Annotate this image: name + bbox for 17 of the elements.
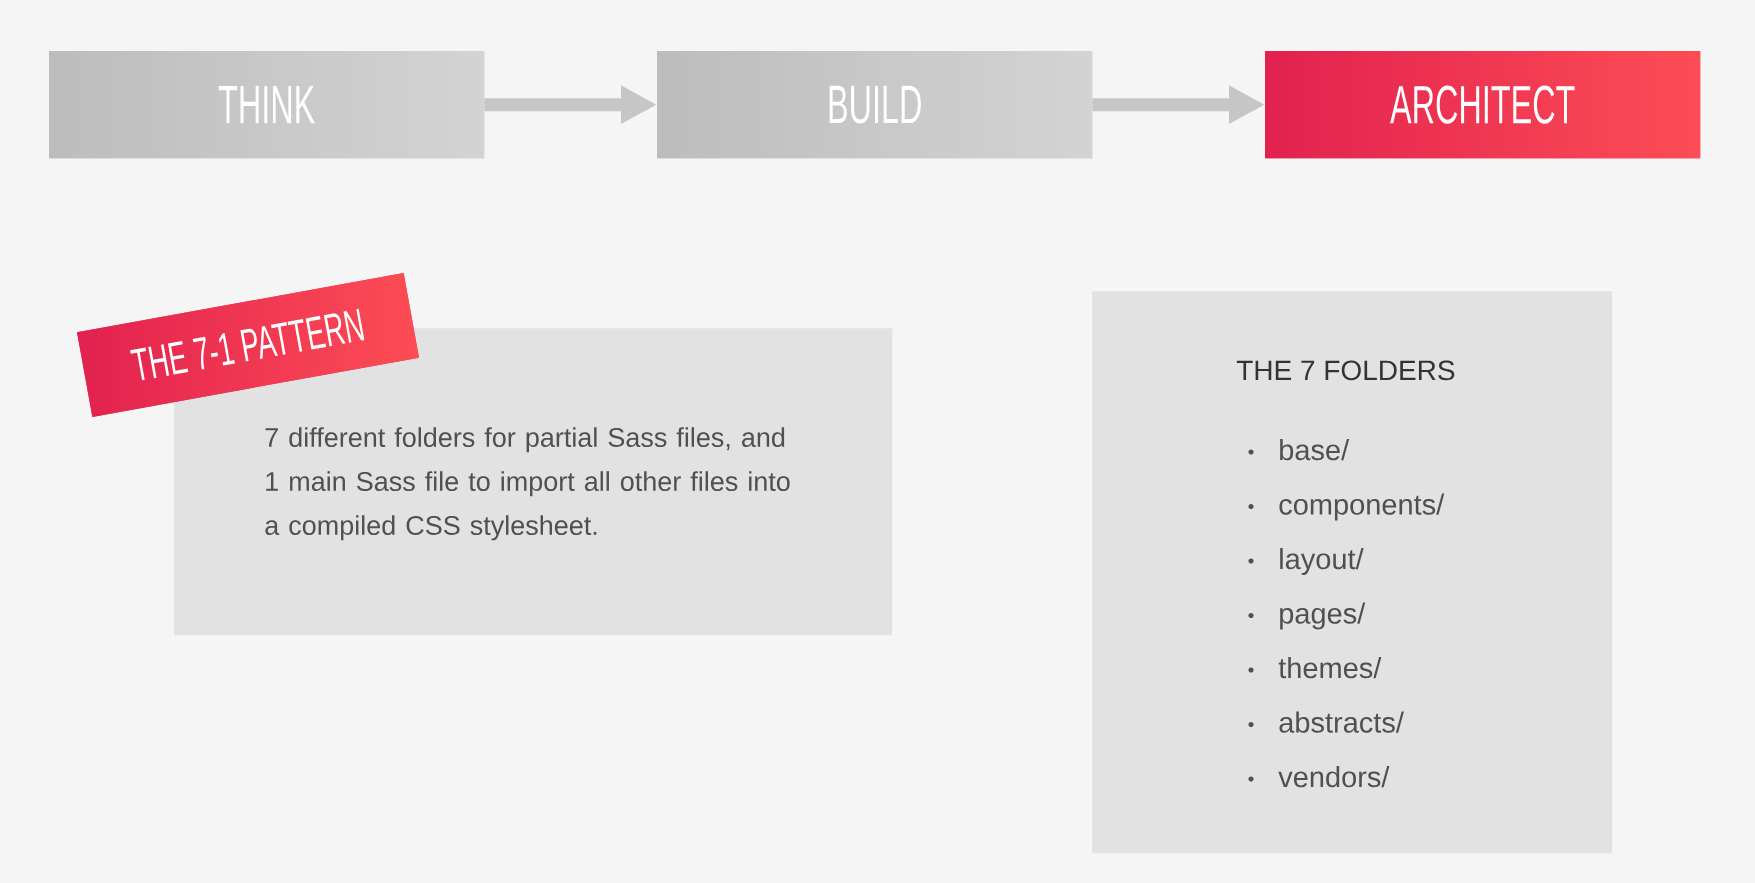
list-item: components/: [1279, 493, 1445, 521]
step-box: [1265, 51, 1701, 159]
paragraph: 7 different folders for partial Sass files, and 1 main Sass file to import all other files into a compiled CSS stylesheet.: [265, 427, 790, 541]
list-item: pages/: [1280, 602, 1366, 630]
banner-title: THE 7-1 PATTERN: [130, 308, 365, 381]
list-card: [1092, 291, 1613, 854]
list-item: abstracts/: [1279, 711, 1404, 733]
step-title: THINK: [218, 86, 315, 124]
list-item: vendors/: [1278, 766, 1390, 788]
step-title: ARCHITECT: [1390, 85, 1575, 124]
list-item: base/: [1280, 439, 1350, 461]
step-title: BUILD: [829, 85, 921, 124]
heading: THE 7 FOLDERS: [1236, 360, 1455, 381]
step-box: [49, 51, 485, 159]
list-item: layout/: [1280, 548, 1364, 576]
step-box: [657, 51, 1093, 159]
list-item: themes/: [1278, 657, 1382, 679]
